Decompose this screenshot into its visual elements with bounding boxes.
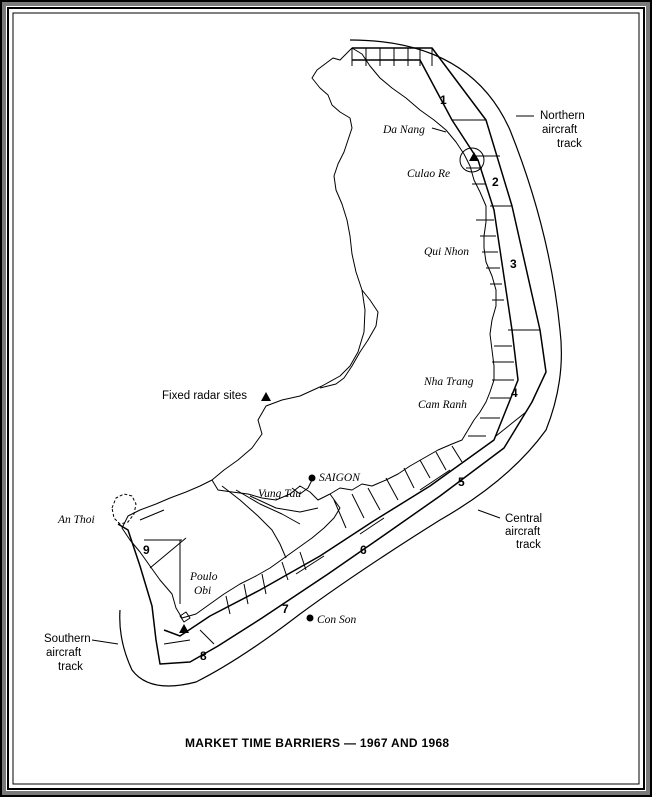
- barrier-separators: [149, 119, 540, 645]
- coastline: [211, 47, 497, 501]
- radar-sites: [179, 152, 479, 633]
- central-track-line-3: track: [516, 539, 541, 551]
- barrier-number-5: 5: [458, 475, 465, 489]
- southern-track-line-2: aircraft: [46, 647, 82, 659]
- saigon-dot-icon: [308, 474, 316, 482]
- radar-triangle-icon: [261, 392, 271, 401]
- place-obi: Obi: [194, 585, 211, 597]
- southern-track-line-1: Southern: [44, 633, 91, 645]
- place-vung-tau: Vung Tau: [258, 488, 301, 500]
- barrier-number-2: 2: [492, 175, 499, 189]
- culao-re-circle: [459, 147, 485, 173]
- central-track-line-1: Central: [505, 513, 542, 525]
- southern-track-line-3: track: [58, 661, 83, 673]
- con-son-dot-icon: [306, 614, 314, 622]
- place-qui-nhon: Qui Nhon: [424, 246, 469, 258]
- map-caption: MARKET TIME BARRIERS — 1967 AND 1968: [185, 736, 449, 750]
- mekong-river-2: [235, 489, 301, 525]
- central-track-leader: [477, 509, 501, 519]
- delta-region: [121, 479, 341, 619]
- inshore-ticks: [139, 167, 514, 615]
- inner-barrier-line: [163, 59, 519, 637]
- mekong-river-1: [221, 485, 287, 559]
- saigon-river: [291, 479, 313, 495]
- northern-grid: [351, 48, 433, 66]
- place-culao-re: Culao Re: [407, 168, 450, 180]
- northern-track-line-3: track: [557, 138, 582, 150]
- place-saigon: SAIGON: [319, 472, 361, 484]
- place-poulo: Poulo: [189, 571, 218, 583]
- phu-quoc-island: [111, 493, 137, 525]
- outer-barrier-line: [117, 47, 547, 665]
- poulo-obi-island: [179, 611, 191, 623]
- northern-track-line-2: aircraft: [542, 124, 578, 136]
- place-da-nang: Da Nang: [382, 124, 425, 136]
- barrier-number-4: 4: [511, 386, 518, 400]
- legend-radar-label: Fixed radar sites: [162, 390, 247, 402]
- barrier-number-3: 3: [510, 257, 517, 271]
- northern-aircraft-track: [119, 39, 562, 687]
- da-nang-leader: [431, 127, 447, 133]
- radar-triangle-icon: [179, 624, 189, 633]
- barrier-number-8: 8: [200, 649, 207, 663]
- place-an-thoi: An Thoi: [57, 514, 95, 526]
- place-con-son: Con Son: [317, 614, 357, 626]
- central-track-line-2: aircraft: [505, 526, 541, 538]
- place-nha-trang: Nha Trang: [423, 376, 474, 388]
- barrier-number-1: 1: [440, 93, 447, 107]
- southern-track-leader: [91, 639, 119, 645]
- barrier-number-9: 9: [143, 543, 150, 557]
- place-cam-ranh: Cam Ranh: [418, 399, 467, 411]
- land-border: [319, 289, 379, 389]
- radar-triangle-icon: [469, 152, 479, 161]
- barrier-number-7: 7: [282, 602, 289, 616]
- barrier-number-6: 6: [360, 543, 367, 557]
- northern-track-line-1: Northern: [540, 110, 585, 122]
- mekong-river-3: [249, 495, 319, 513]
